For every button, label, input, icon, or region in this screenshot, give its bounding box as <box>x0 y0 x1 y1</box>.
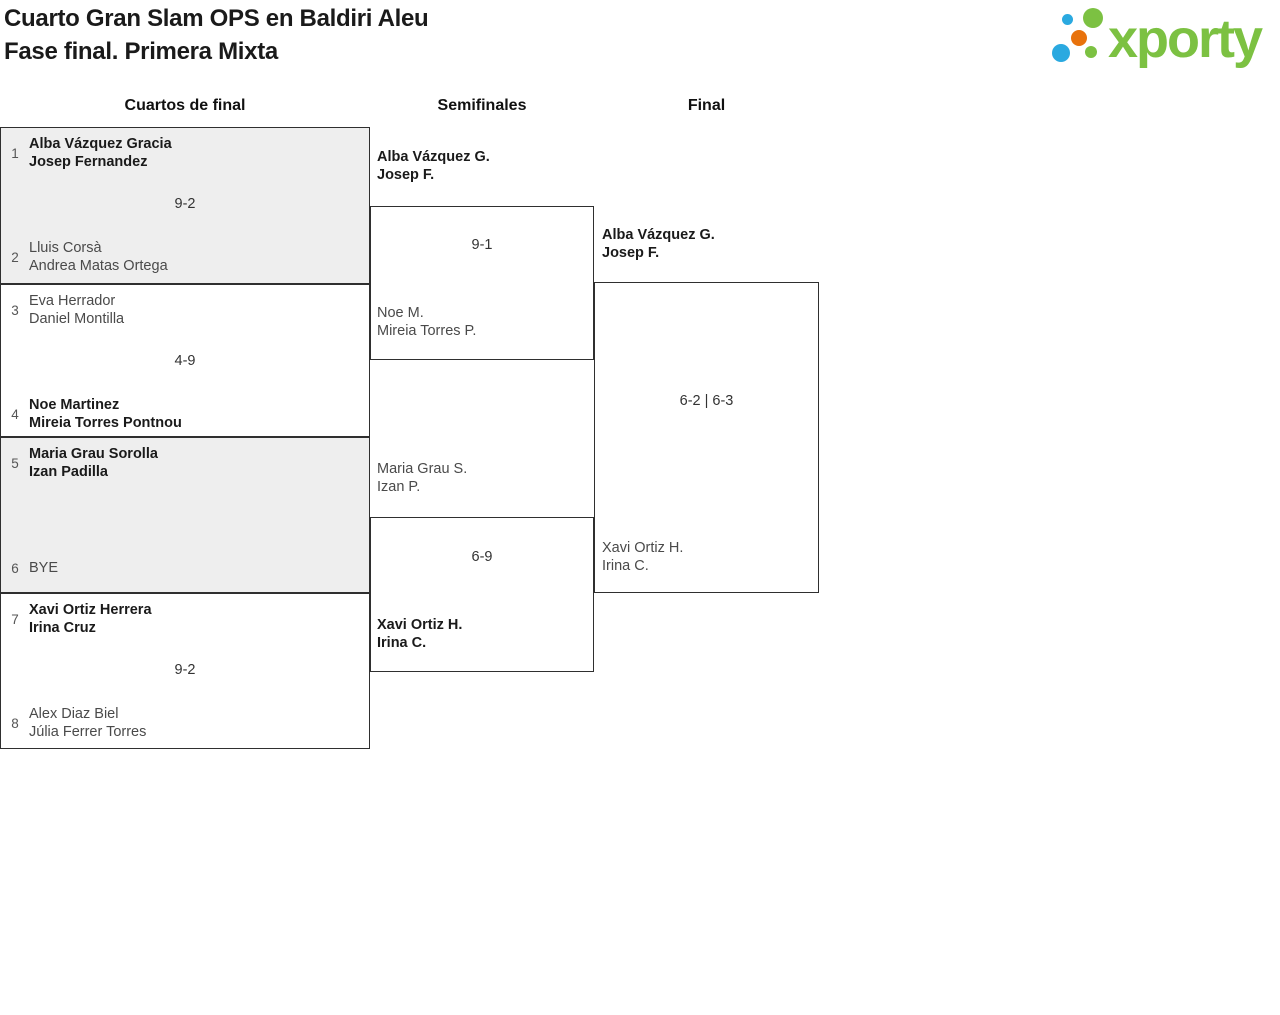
xporty-logo: xporty <box>1050 0 1280 80</box>
round-header-final: Final <box>687 97 726 114</box>
qf4-team-bottom: 8 Alex Diaz Biel Júlia Ferrer Torres <box>5 706 363 741</box>
seed-number: 4 <box>11 406 19 422</box>
player-name: Júlia Ferrer Torres <box>29 723 147 740</box>
qf3-team-top: 5 Maria Grau Sorolla Izan Padilla <box>5 446 363 481</box>
logo-dot-blue-small-icon <box>1062 14 1073 25</box>
qf4-team-top: 7 Xavi Ortiz Herrera Irina Cruz <box>5 602 363 637</box>
qf2-team-top: 3 Eva Herrador Daniel Montilla <box>5 293 363 328</box>
player-name: Maria Grau S. <box>377 461 468 477</box>
logo-dot-green-small-icon <box>1085 46 1097 58</box>
bye-label: BYE <box>29 560 59 576</box>
player-name: Irina Cruz <box>29 619 96 636</box>
player-name: Daniel Montilla <box>29 310 125 327</box>
seed-number: 1 <box>11 145 19 161</box>
team-names: Lluis Corsà Andrea Matas Ortega <box>29 240 168 275</box>
qf4-score: 9-2 <box>174 662 196 678</box>
player-name: Izan Padilla <box>29 463 108 480</box>
team-names: Xavi Ortiz Herrera Irina Cruz <box>29 602 152 637</box>
qf1-score: 9-2 <box>174 196 196 212</box>
qf1-team-bottom: 2 Lluis Corsà Andrea Matas Ortega <box>5 240 363 275</box>
logo-wordmark: xporty <box>1108 9 1263 69</box>
team-names: Alba Vázquez Gracia Josep Fernandez <box>29 136 172 171</box>
player-name: Xavi Ortiz Herrera <box>29 602 152 618</box>
quarterfinal-match-3: 5 Maria Grau Sorolla Izan Padilla 6 BYE <box>0 437 370 593</box>
final-score: 6-2 | 6-3 <box>679 393 734 409</box>
semifinal-1-box <box>370 206 594 360</box>
seed-number: 6 <box>11 561 19 576</box>
player-name: Lluis Corsà <box>29 240 102 256</box>
team-names: Noe Martinez Mireia Torres Pontnou <box>29 397 182 432</box>
player-name: Irina C. <box>377 634 427 651</box>
final-box <box>594 282 819 593</box>
sf2-score: 6-9 <box>471 549 493 565</box>
team-names: Eva Herrador Daniel Montilla <box>29 293 124 328</box>
seed-number: 8 <box>11 715 19 731</box>
sf1-team-bottom: Noe M. Mireia Torres P. <box>377 305 476 340</box>
player-name: Josep Fernandez <box>29 153 148 170</box>
player-name: Alba Vázquez Gracia <box>29 136 172 152</box>
player-name: Mireia Torres P. <box>377 322 477 339</box>
sf2-team-top: Maria Grau S. Izan P. <box>377 461 467 496</box>
player-name: Josep F. <box>377 166 435 183</box>
player-name: Alba Vázquez G. <box>602 227 715 243</box>
qf2-team-bottom: 4 Noe Martinez Mireia Torres Pontnou <box>5 397 363 432</box>
player-name: Mireia Torres Pontnou <box>29 414 182 431</box>
player-name: Alex Diaz Biel <box>29 706 119 722</box>
sf2-team-bottom: Xavi Ortiz H. Irina C. <box>377 617 462 652</box>
player-name: Noe M. <box>377 305 424 321</box>
player-name: Maria Grau Sorolla <box>29 446 158 462</box>
qf1-team-top: 1 Alba Vázquez Gracia Josep Fernandez <box>5 136 363 171</box>
player-name: Izan P. <box>377 478 421 495</box>
page-title-line1: Cuarto Gran Slam OPS en Baldiri Aleu <box>4 5 429 32</box>
quarterfinal-match-1: 1 Alba Vázquez Gracia Josep Fernandez 9-… <box>0 127 370 284</box>
page-title: Cuarto Gran Slam OPS en Baldiri Aleu Fas… <box>4 2 429 68</box>
player-name: Noe Martinez <box>29 397 120 413</box>
seed-number: 5 <box>11 455 19 471</box>
player-name: Andrea Matas Ortega <box>29 257 168 274</box>
round-header-quarterfinals: Cuartos de final <box>124 97 246 114</box>
page-title-line2: Fase final. Primera Mixta <box>4 38 278 65</box>
team-names: BYE <box>29 560 58 578</box>
seed-number: 7 <box>11 611 19 627</box>
logo-dot-blue-large-icon <box>1052 44 1070 62</box>
seed-number: 2 <box>11 249 19 265</box>
player-name: Alba Vázquez G. <box>377 149 490 165</box>
logo-dot-green-large-icon <box>1083 8 1103 28</box>
sf1-score: 9-1 <box>471 237 493 253</box>
player-name: Josep F. <box>602 244 660 261</box>
qf2-score: 4-9 <box>174 353 196 369</box>
player-name: Irina C. <box>602 557 649 574</box>
quarterfinal-match-2: 3 Eva Herrador Daniel Montilla 4-9 4 Noe… <box>0 284 370 437</box>
round-header-semifinals: Semifinales <box>437 97 527 114</box>
semifinal-2-box <box>370 517 594 672</box>
player-name: Xavi Ortiz H. <box>377 617 463 633</box>
player-name: Xavi Ortiz H. <box>602 540 684 556</box>
final-team-top: Alba Vázquez G. Josep F. <box>602 227 715 262</box>
logo-dot-orange-icon <box>1071 30 1087 46</box>
player-name: Eva Herrador <box>29 293 116 309</box>
team-names: Maria Grau Sorolla Izan Padilla <box>29 446 158 481</box>
qf3-team-bottom: 6 BYE <box>5 560 363 578</box>
sf1-team-top: Alba Vázquez G. Josep F. <box>377 149 490 184</box>
seed-number: 3 <box>11 302 19 318</box>
quarterfinal-match-4: 7 Xavi Ortiz Herrera Irina Cruz 9-2 8 Al… <box>0 593 370 749</box>
final-team-bottom: Xavi Ortiz H. Irina C. <box>602 540 683 575</box>
team-names: Alex Diaz Biel Júlia Ferrer Torres <box>29 706 146 741</box>
